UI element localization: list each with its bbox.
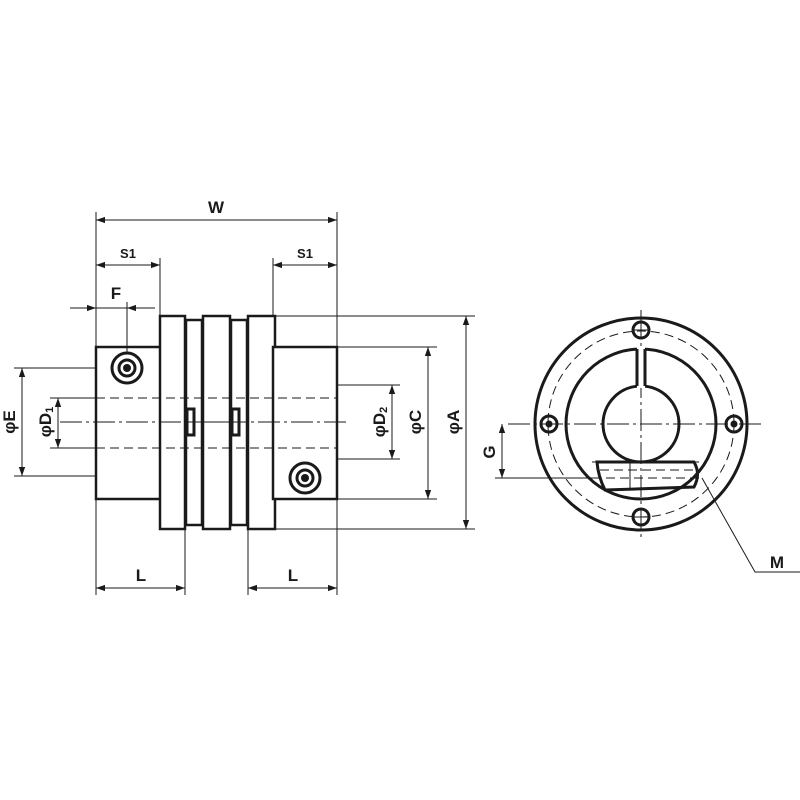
left-hub	[94, 345, 164, 501]
bolt-right-icon	[724, 414, 744, 434]
label-s1-right: S1	[297, 246, 313, 261]
right-hub	[271, 345, 339, 501]
outer-flange-circle	[533, 316, 749, 532]
clamp-screw-right-icon	[288, 461, 322, 495]
label-l-left: L	[136, 566, 146, 585]
label-g: G	[480, 445, 499, 458]
label-e: φE	[0, 410, 19, 434]
label-d2: φD2	[370, 407, 390, 438]
bolt-bottom-icon	[631, 507, 651, 527]
label-l-right: L	[288, 566, 298, 585]
label-w: W	[208, 198, 225, 217]
side-view: W S1 S1 F φE φD1 φD2 φC φA L L	[0, 198, 475, 595]
label-d1: φD1	[36, 407, 56, 438]
front-view: G M	[480, 310, 800, 573]
hub-slit	[637, 346, 645, 388]
leader-m	[701, 477, 800, 573]
label-c: φC	[406, 410, 425, 434]
label-a: φA	[444, 410, 463, 434]
label-s1-left: S1	[120, 246, 136, 261]
clamp-screw-hidden-icon	[592, 460, 700, 492]
bolt-top-icon	[631, 320, 651, 340]
label-m: M	[770, 553, 784, 572]
label-f: F	[111, 284, 121, 303]
bolt-left-icon	[539, 414, 559, 434]
